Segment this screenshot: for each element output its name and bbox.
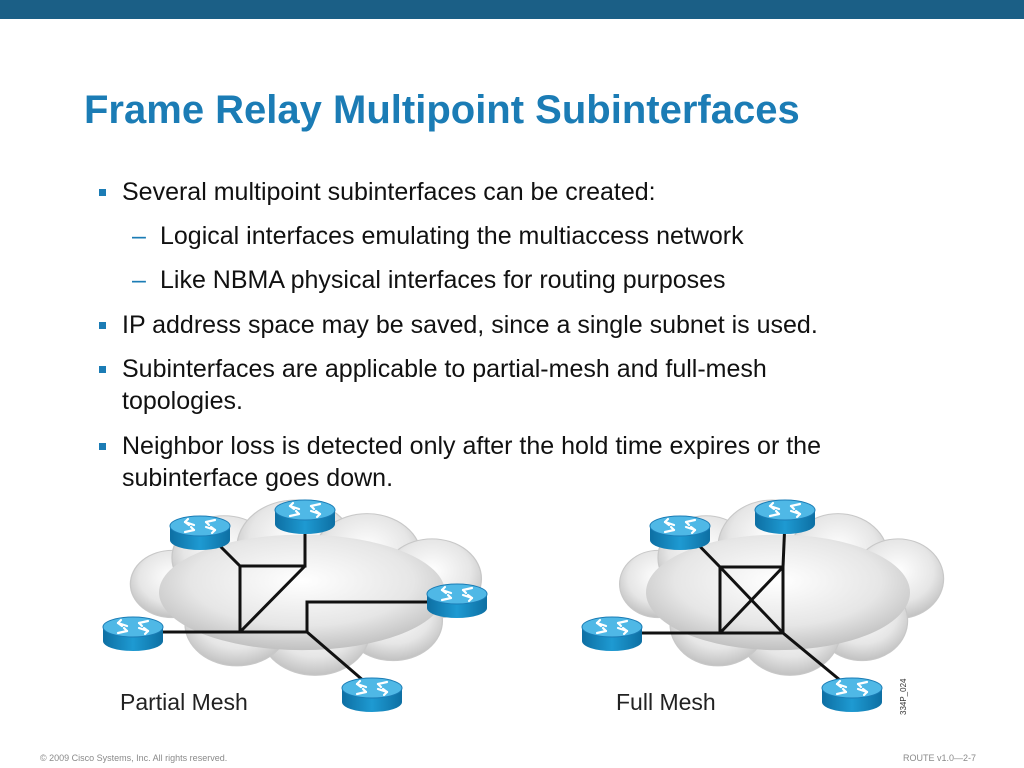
router-icon [753, 498, 817, 536]
bullet-square-icon [99, 189, 106, 196]
sub-bullet-text: Like NBMA physical interfaces for routin… [160, 266, 726, 294]
dash-marker: – [132, 266, 146, 294]
router-icon [820, 676, 884, 714]
topology-diagrams: Partial Mesh Full Mesh 334P_024 [101, 498, 945, 715]
router-icon [168, 514, 232, 552]
header-bar [0, 0, 1024, 19]
slide-title: Frame Relay Multipoint Subinterfaces [84, 88, 800, 132]
bullet-text-line: topologies. [122, 387, 243, 415]
sub-bullet-item: – Like NBMA physical interfaces for rout… [132, 264, 726, 296]
dash-marker: – [132, 222, 146, 250]
bullet-item: Neighbor loss is detected only after the… [99, 430, 821, 494]
sub-bullet-item: – Logical interfaces emulating the multi… [132, 220, 744, 252]
full-mesh-label: Full Mesh [616, 689, 716, 715]
footer-course: ROUTE v1.0—2-7 [902, 753, 976, 763]
bullet-text-line: Subinterfaces are applicable to partial-… [122, 355, 767, 383]
bullet-item: IP address space may be saved, since a s… [99, 309, 818, 341]
sub-bullet-text: Logical interfaces emulating the multiac… [160, 222, 744, 250]
partial-mesh-label: Partial Mesh [120, 689, 248, 715]
bullet-text: Several multipoint subinterfaces can be … [122, 178, 656, 206]
bullet-text-line: Neighbor loss is detected only after the… [122, 432, 821, 460]
router-icon [101, 615, 165, 653]
bullet-square-icon [99, 443, 106, 450]
bullet-text: IP address space may be saved, since a s… [122, 311, 818, 339]
bullet-list: Several multipoint subinterfaces can be … [99, 176, 821, 494]
footer-copyright: © 2009 Cisco Systems, Inc. All rights re… [40, 753, 228, 763]
router-icon [273, 498, 337, 536]
router-icon [580, 615, 644, 653]
bullet-square-icon [99, 366, 106, 373]
figure-code: 334P_024 [899, 678, 908, 715]
router-icon [340, 676, 404, 714]
bullet-item: Several multipoint subinterfaces can be … [99, 176, 656, 208]
bullet-item: Subinterfaces are applicable to partial-… [99, 353, 767, 417]
router-icon [425, 582, 489, 620]
bullet-square-icon [99, 322, 106, 329]
bullet-text-line: subinterface goes down. [122, 464, 394, 492]
router-icon [648, 514, 712, 552]
